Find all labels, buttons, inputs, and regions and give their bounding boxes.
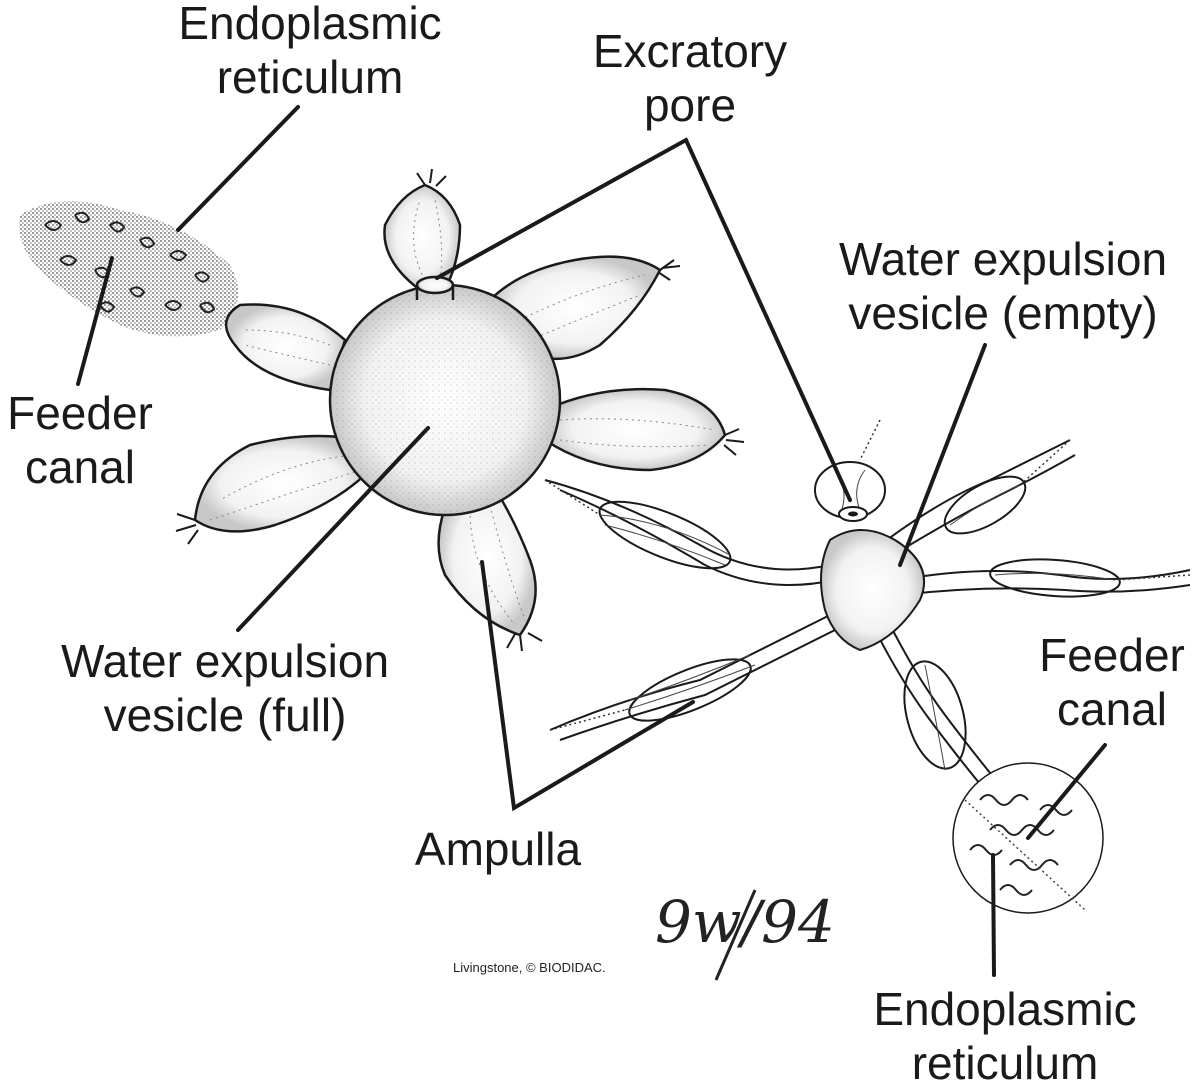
er-loops-right xyxy=(969,794,1073,896)
leader-er-top xyxy=(176,105,300,232)
ampulla-spindle-2 xyxy=(628,658,752,722)
canal-right-lower-left xyxy=(549,609,841,731)
ampulla-right xyxy=(543,387,727,472)
leader-vesicle-full xyxy=(236,426,430,632)
label-feeder-right: Feeder canal xyxy=(1039,629,1185,735)
leader-feeder-right xyxy=(1026,743,1107,840)
label-feeder-left: Feeder canal xyxy=(7,387,153,493)
leader-feeder-left xyxy=(76,256,114,386)
ampulla-left-upper xyxy=(225,303,347,392)
label-vesicle-empty: Water expulsion vesicle (empty) xyxy=(838,233,1168,339)
excretory-pore-left xyxy=(415,275,455,295)
leader-vesicle-empty xyxy=(898,343,987,567)
signature-slash xyxy=(714,889,757,981)
ampulla-spindle-3 xyxy=(943,475,1027,535)
er-loops-left xyxy=(44,211,216,314)
ampulla-ridges-left xyxy=(209,199,716,626)
canal-right-upper-left xyxy=(544,479,831,571)
left-vacuole-group xyxy=(19,168,745,652)
leader-er-bottom xyxy=(991,853,996,977)
leader-lines xyxy=(76,105,1107,977)
leader-excretory-pore xyxy=(435,137,852,502)
canal-right-far-right xyxy=(899,569,1191,581)
label-ampulla: Ampulla xyxy=(414,823,582,875)
signature: 9w/94 xyxy=(655,888,835,956)
credit-text: Livingstone, © BIODIDAC. xyxy=(453,960,606,975)
ampulla-spindle-4 xyxy=(989,558,1121,598)
label-vesicle-full: Water expulsion vesicle (full) xyxy=(60,635,390,741)
canal-right-down xyxy=(869,619,986,791)
water-expulsion-vesicle-empty xyxy=(820,529,925,652)
label-er-top: Endoplasmic reticulum xyxy=(178,0,442,103)
label-er-bottom: Endoplasmic reticulum xyxy=(873,983,1137,1089)
ampulla-spindle-5 xyxy=(903,660,967,770)
ampulla-tips-left xyxy=(175,168,745,652)
ampulla-spindle-1 xyxy=(598,500,732,570)
ampulla-bottom xyxy=(437,478,537,637)
canal-right-upper-right xyxy=(879,439,1071,546)
leader-ampulla xyxy=(480,560,695,812)
label-excretory-pore: Excratory pore xyxy=(592,25,788,131)
er-mass-left xyxy=(19,201,238,337)
